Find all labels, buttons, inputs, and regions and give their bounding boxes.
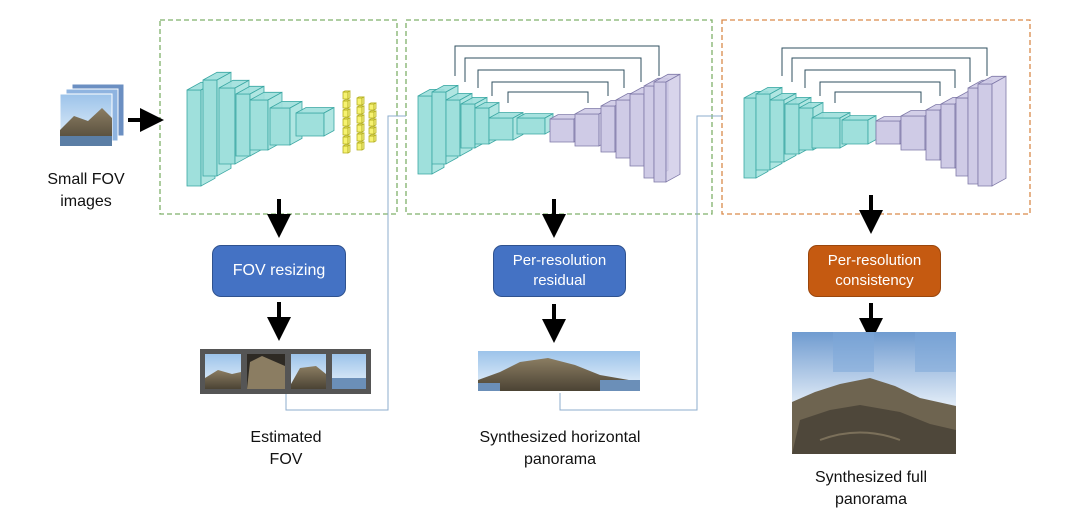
decoder-layer-2-7: [653, 73, 681, 183]
fc-node-a-1: [342, 90, 351, 100]
photo-stack-icon: [59, 83, 125, 147]
estimated-fov-label: Estimated FOV: [250, 429, 322, 468]
fc-node-a-6: [342, 135, 351, 145]
decoder-layer-3-7: [977, 75, 1007, 187]
horizontal-panorama-label: Synthesized horizontal panorama: [479, 429, 641, 468]
skip-connections-horizontal: [454, 45, 660, 103]
skip-connections-full: [781, 47, 988, 103]
fc-node-a-3: [342, 108, 351, 118]
fc-node-a-5: [342, 126, 351, 136]
fc-node-b-5: [356, 132, 365, 142]
full-panorama-image: [792, 332, 956, 454]
encoder-layer-2-7: [516, 112, 554, 135]
per-resolution-residual-box: Per-resolution residual: [493, 245, 626, 297]
fc-node-b-4: [356, 123, 365, 133]
encoder-layer-1-7: [295, 106, 335, 137]
per-resolution-consistency-box: Per-resolution consistency: [808, 245, 941, 297]
fc-node-b-6: [356, 141, 365, 151]
fov-strip-thumbnails: [200, 349, 371, 394]
fc-node-b-3: [356, 114, 365, 124]
horizontal-panorama-image: [478, 351, 640, 391]
fc-node-c-4: [368, 126, 377, 135]
fc-node-c-1: [368, 102, 377, 111]
fc-node-b-1: [356, 96, 365, 106]
fc-node-b-2: [356, 105, 365, 115]
fc-node-c-3: [368, 118, 377, 127]
input-label: Small FOV images: [47, 171, 125, 210]
fc-node-a-2: [342, 99, 351, 109]
fov-resizing-box: FOV resizing: [212, 245, 346, 297]
connector-lines: [285, 115, 722, 411]
down-arrows: [267, 195, 883, 343]
fc-node-c-5: [368, 134, 377, 143]
fc-node-c-2: [368, 110, 377, 119]
fc-node-a-7: [342, 144, 351, 154]
full-panorama-label: Synthesized full panorama: [814, 469, 928, 508]
encoder-layer-3-7: [841, 114, 877, 145]
fc-node-a-4: [342, 117, 351, 127]
network-layers: [186, 71, 1007, 187]
